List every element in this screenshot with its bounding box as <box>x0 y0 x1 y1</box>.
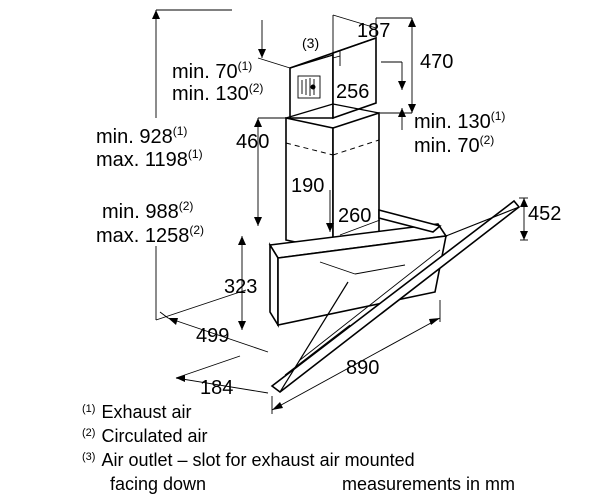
dim-height-min-circ: min. 988(2) <box>102 199 193 223</box>
dim-duct-min-circ: min. 130(2) <box>172 81 263 105</box>
dimension-lines <box>152 9 528 414</box>
legend-item-circulated: (2)Circulated air <box>82 426 208 446</box>
legend-item-outlet-line2: facing down <box>110 474 206 494</box>
dim-height-min-exhaust: min. 928(1) <box>96 124 187 148</box>
dim-front-depth: 184 <box>200 377 233 399</box>
legend: (1)Exhaust air (2)Circulated air (3)Air … <box>82 402 515 494</box>
dim-hood-width: 890 <box>346 357 379 379</box>
dim-duct-depth: 256 <box>336 81 369 103</box>
dim-duct-width: 190 <box>291 175 324 197</box>
units-note: measurements in mm <box>342 474 515 494</box>
dim-body-height: 323 <box>224 276 257 298</box>
air-outlet-slot <box>297 75 321 99</box>
dim-duct-min-exhaust: min. 70(1) <box>172 59 252 83</box>
dim-body-depth: 499 <box>196 325 229 347</box>
dim-top-width: 187 <box>357 20 390 42</box>
legend-item-exhaust: (1)Exhaust air <box>82 402 192 422</box>
dim-right-min-circ: min. 70(2) <box>414 133 494 157</box>
dim-duct-height: 460 <box>236 131 269 153</box>
label-slot: (3) <box>302 35 319 51</box>
dim-height-max-exhaust: max. 1198(1) <box>96 147 203 171</box>
dim-top-height: 470 <box>420 51 453 73</box>
hood-outline <box>268 36 521 394</box>
dim-right-min-exhaust: min. 130(1) <box>414 109 505 133</box>
dim-canopy-height: 452 <box>528 203 561 225</box>
dim-chimney-depth: 260 <box>338 205 371 227</box>
legend-item-outlet: (3)Air outlet – slot for exhaust air mou… <box>82 450 415 470</box>
dim-height-max-circ: max. 1258(2) <box>96 223 204 247</box>
